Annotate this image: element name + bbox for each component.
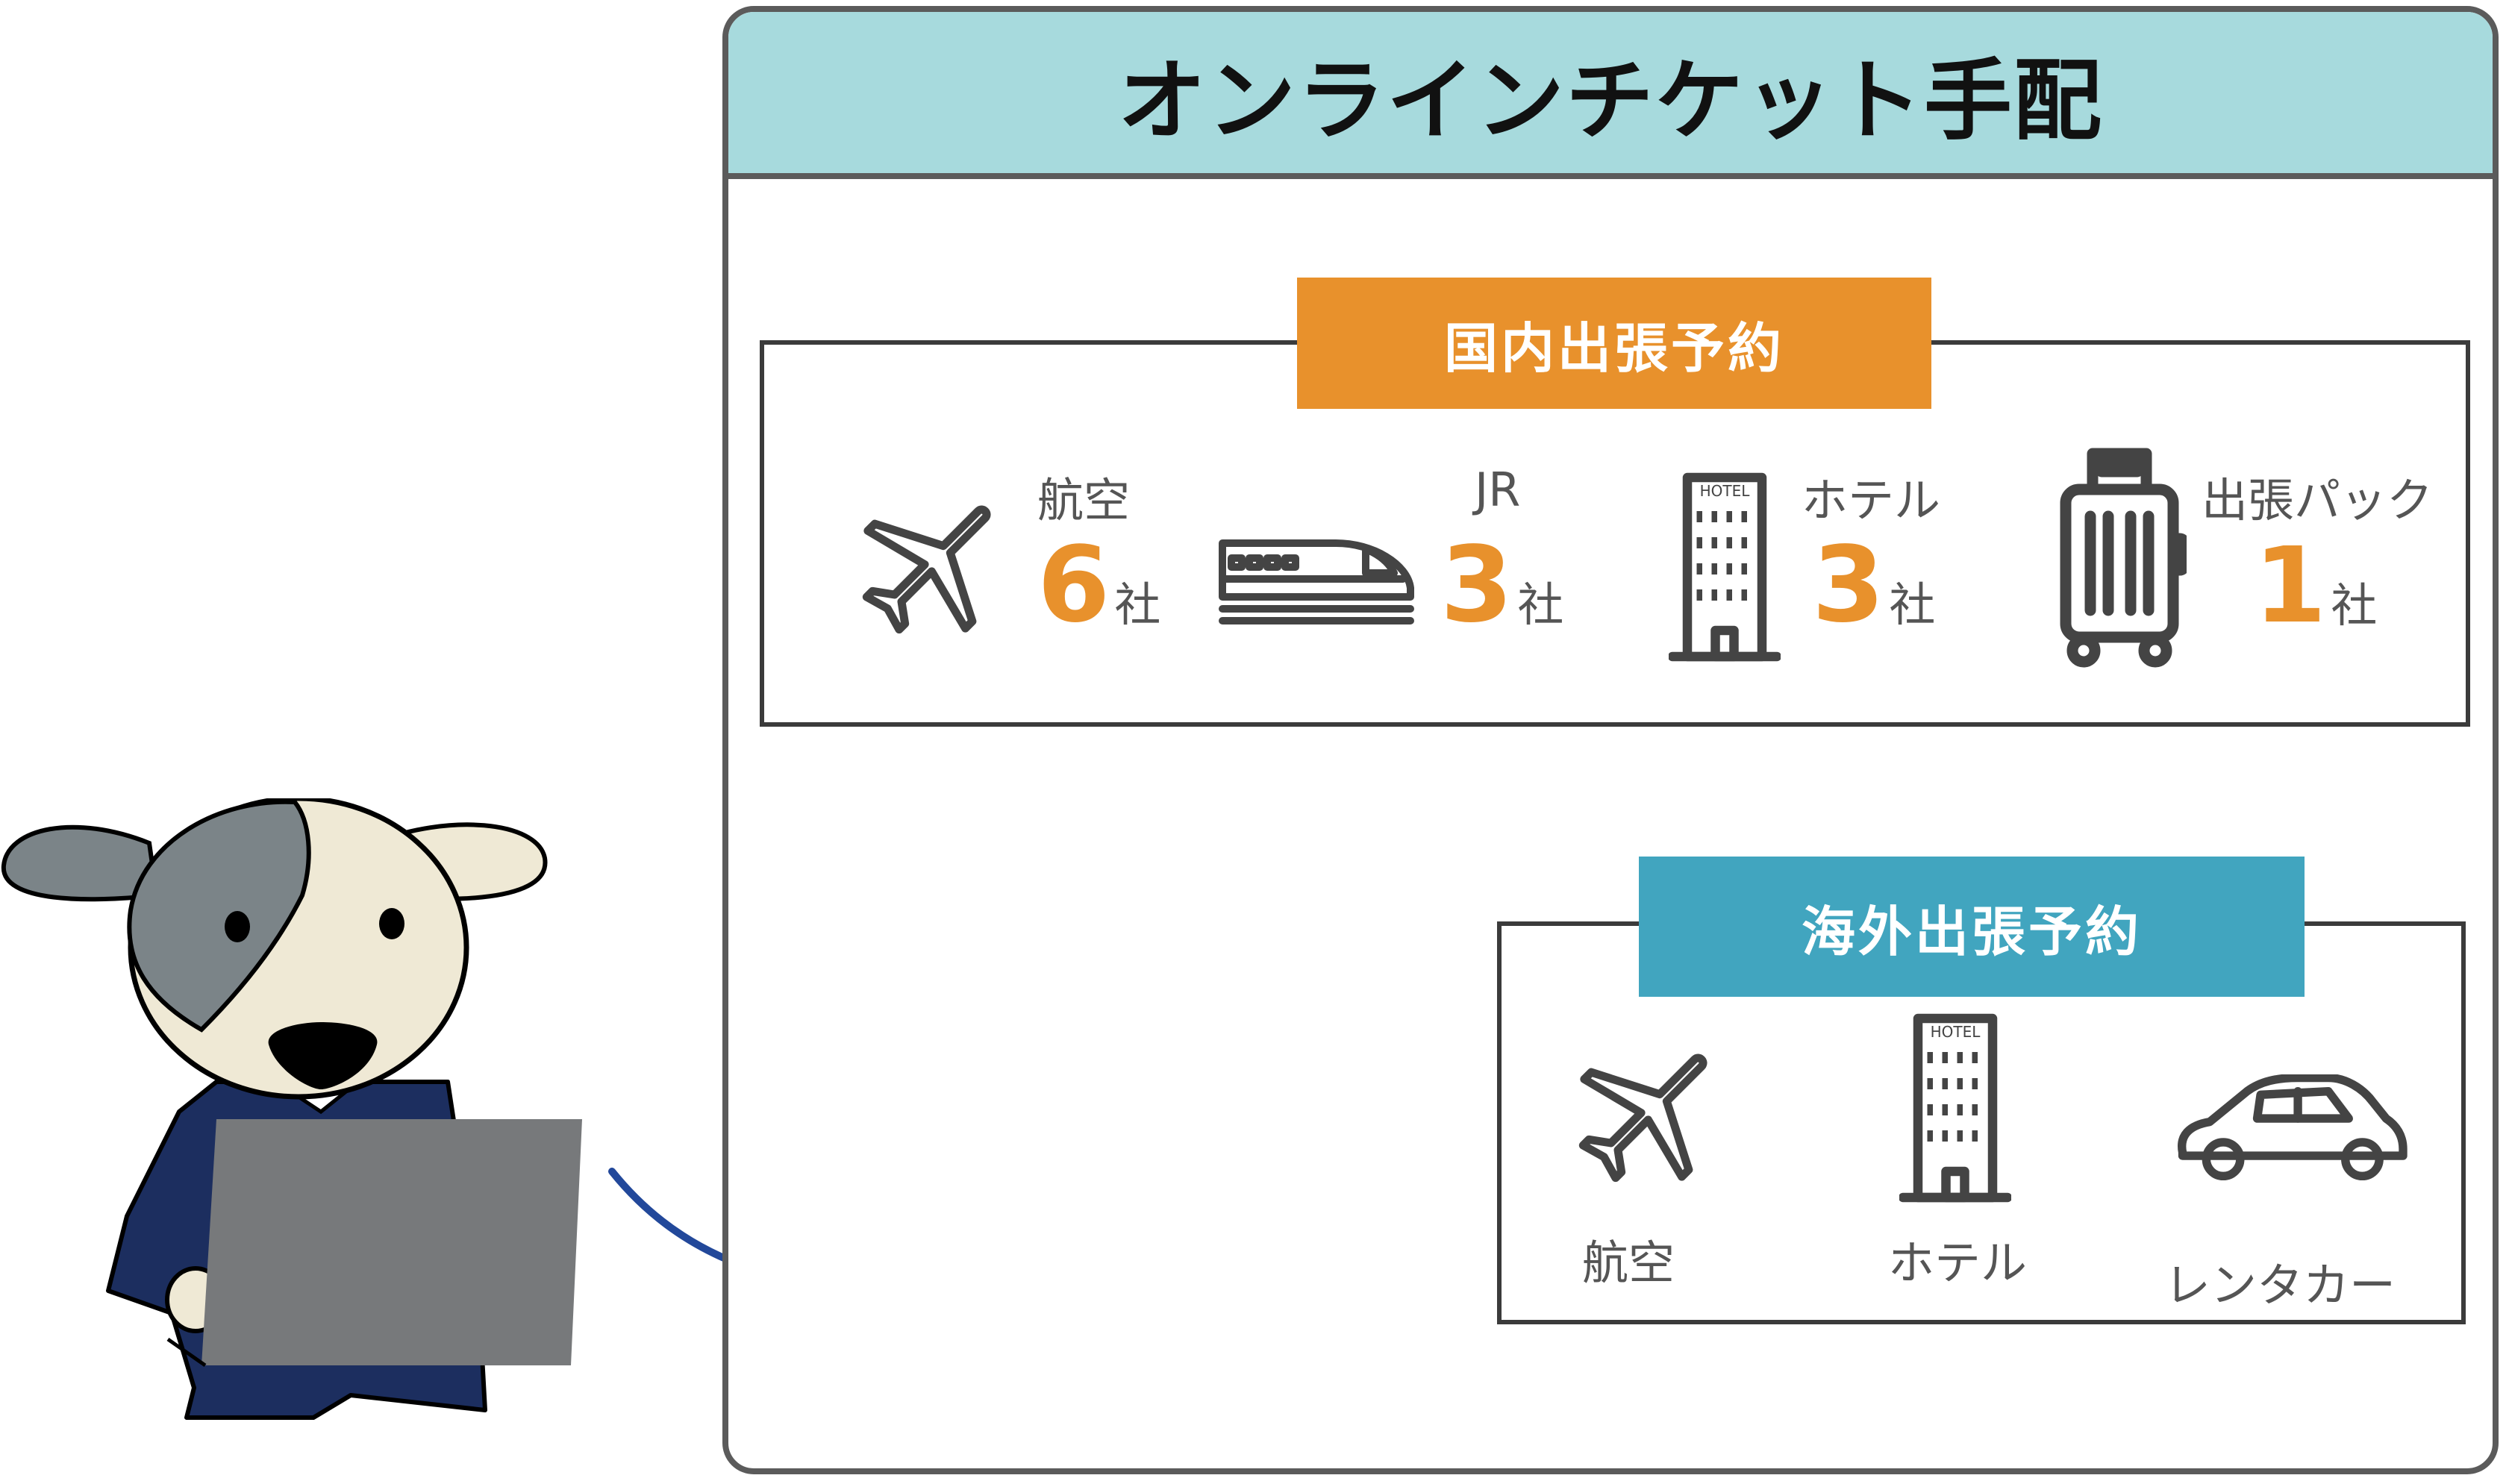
domestic-item-package[interactable]: 出張パック 1社 (2052, 445, 2440, 669)
overseas-item-hotel[interactable]: HOTEL ホテル (1873, 1007, 2052, 1298)
airplane-icon (1578, 1053, 1707, 1183)
online-ticket-panel: オンラインチケット手配 (722, 6, 2499, 1474)
domestic-item-airline[interactable]: 航空 6社 (851, 463, 1179, 642)
bullet-train-icon (1219, 539, 1414, 624)
domestic-item-count: 6社 (1037, 525, 1161, 646)
panel-header: オンラインチケット手配 (728, 12, 2493, 179)
domestic-item-name: 出張パック (2202, 473, 2434, 527)
overseas-item-name: 航空 (1582, 1236, 1675, 1290)
domestic-item-count: 3社 (1812, 525, 1936, 646)
car-icon (2178, 1074, 2408, 1181)
hotel-icon: HOTEL (1899, 1013, 2011, 1203)
domestic-item-count: 3社 (1440, 525, 1564, 646)
hotel-icon: HOTEL (1669, 472, 1781, 662)
panel-title: オンラインチケット手配 (1117, 48, 2103, 152)
hotel-sign: HOTEL (1700, 482, 1751, 500)
dog-character-illustration (0, 798, 597, 1440)
domestic-item-name: JR (1475, 463, 1521, 517)
suitcase-icon (2060, 448, 2187, 668)
domestic-item-count: 1社 (2254, 525, 2378, 647)
overseas-item-rental-car[interactable]: レンタカー (2164, 1074, 2418, 1312)
overseas-item-name: ホテル (1888, 1236, 2028, 1290)
hotel-sign: HOTEL (1931, 1023, 1981, 1041)
domestic-item-jr[interactable]: JR 3社 (1216, 463, 1575, 642)
overseas-item-airline[interactable]: 航空 (1560, 1030, 1739, 1298)
overseas-label: 海外出張予約 (1639, 857, 2305, 997)
domestic-item-name: ホテル (1802, 473, 1941, 527)
domestic-item-hotel[interactable]: HOTEL ホテル 3社 (1669, 463, 1982, 662)
overseas-item-name: レンタカー (2164, 1258, 2396, 1312)
domestic-label: 国内出張予約 (1297, 278, 1931, 409)
domestic-item-name: 航空 (1037, 473, 1131, 527)
airplane-icon (862, 505, 991, 634)
